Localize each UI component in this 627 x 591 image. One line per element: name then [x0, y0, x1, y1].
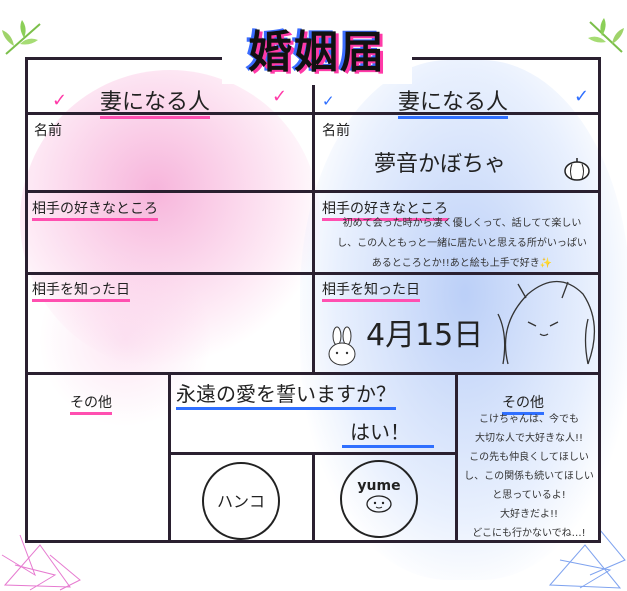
- other-line: どこにも行かないでね…!: [472, 528, 586, 539]
- blue-check-icon: ✓: [322, 92, 335, 110]
- left-other-label: その他: [70, 392, 112, 415]
- divider: [168, 372, 171, 543]
- like-line: し、この人ともっと一緒に居たいと思える所がいっぱい: [337, 238, 587, 249]
- pumpkin-icon: [564, 158, 590, 181]
- left-like-label: 相手の好きなところ: [32, 198, 158, 221]
- pink-sparkle-decoration-icon: [1, 534, 81, 591]
- other-line: 大切な人で大好きな人!!: [474, 433, 584, 444]
- right-name-value: 夢音かぼちゃ: [374, 152, 507, 177]
- left-stamp-text: ハンコ: [216, 492, 265, 511]
- other-line: こけちゃんは、今でも: [479, 414, 579, 425]
- like-line: 初めて会った時から凄く優しくって、話してて楽しい: [342, 218, 582, 229]
- right-other-label: その他: [502, 392, 544, 415]
- left-name-label: 名前: [34, 123, 62, 139]
- left-stamp: ハンコ: [202, 462, 280, 540]
- right-met-label: 相手を知った日: [322, 279, 420, 302]
- right-like-text: 初めて会った時から凄く優しくって、話してて楽しい し、この人ともっと一緒に居たい…: [322, 214, 602, 274]
- right-stamp: yume: [340, 460, 418, 538]
- divider: [25, 372, 601, 375]
- character-sketch-icon: [497, 281, 596, 365]
- right-other-text: こけちゃんは、今でも 大切な人で大好きな人!! この先も仲良くしてほしい し、こ…: [458, 410, 600, 543]
- blue-sparkle-decoration-icon: [548, 529, 626, 589]
- divider: [455, 372, 458, 543]
- divider: [312, 452, 315, 543]
- other-line: この先も仲良くしてほしい: [469, 452, 589, 463]
- bunny-icon: [328, 326, 356, 366]
- leaf-decoration-right-icon: [588, 18, 624, 53]
- page-title: 婚姻届: [222, 22, 412, 84]
- other-line: 大好きだよ!!: [499, 509, 559, 520]
- blue-check-icon: ✓: [574, 86, 590, 107]
- right-name-label: 名前: [322, 123, 350, 139]
- pink-check-icon: ✓: [272, 86, 288, 107]
- right-header: 妻になる人: [398, 84, 509, 119]
- pink-watercolor-wash-lower: [40, 250, 210, 430]
- like-line: あるところとか!!あと絵も上手で好き✨: [371, 258, 553, 269]
- center-divider: [312, 85, 315, 372]
- vow-question: 永遠の愛を誓いますか？: [176, 378, 396, 410]
- left-header: 妻になる人: [100, 84, 211, 119]
- right-stamp-text: yume: [357, 478, 401, 494]
- right-met-value: 4月15日: [366, 318, 484, 353]
- right-like-label: 相手の好きなところ: [322, 198, 448, 221]
- pink-check-icon: ✓: [52, 90, 68, 111]
- leaf-decoration-icon: [2, 20, 41, 55]
- vow-answer: はい！: [342, 416, 434, 448]
- left-met-label: 相手を知った日: [32, 279, 130, 302]
- pumpkin-face-icon: [366, 495, 392, 513]
- other-line: し、この関係も続いてほしい: [464, 471, 594, 482]
- other-line: と思っているよ!: [492, 490, 566, 501]
